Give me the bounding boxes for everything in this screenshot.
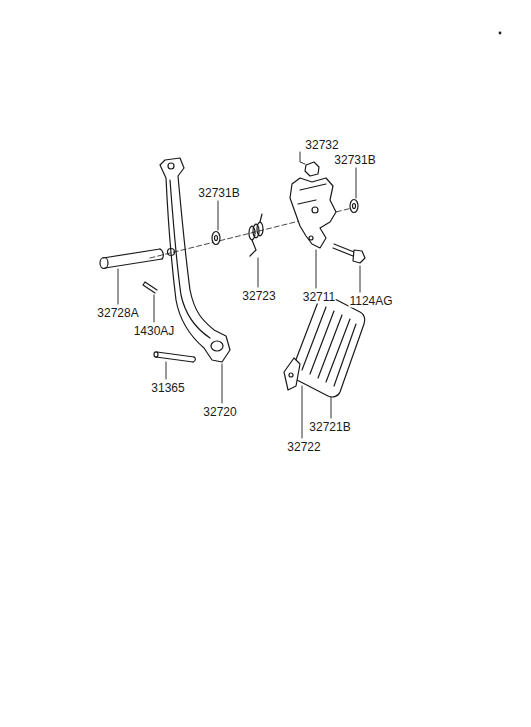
washer [212, 232, 220, 245]
callout-number: 32731B [333, 154, 376, 167]
callout-number: 1124AG [348, 295, 393, 308]
bolt [333, 244, 365, 263]
pad-clip [284, 358, 300, 390]
speck [499, 32, 501, 34]
callout-number: 32722 [286, 441, 321, 454]
callout-number: 32721B [308, 421, 351, 434]
washer [350, 200, 358, 213]
callout-number: 32728A [96, 307, 139, 320]
pedal-bracket [290, 178, 336, 248]
callout-number: 32711 [302, 291, 336, 304]
pin [143, 282, 157, 293]
return-spring [249, 214, 263, 256]
leader-lines [118, 152, 360, 438]
stopper-nut [305, 162, 319, 176]
shaft [100, 249, 163, 269]
callout-number: 32720 [202, 406, 237, 419]
callout-number: 32732 [304, 139, 339, 152]
callout-number: 32723 [241, 290, 276, 303]
pedal-pad [291, 296, 365, 397]
pin [154, 352, 195, 362]
callout-number: 32731B [197, 187, 240, 200]
callout-number: 31365 [150, 382, 185, 395]
callout-number: 1430AJ [133, 325, 176, 338]
